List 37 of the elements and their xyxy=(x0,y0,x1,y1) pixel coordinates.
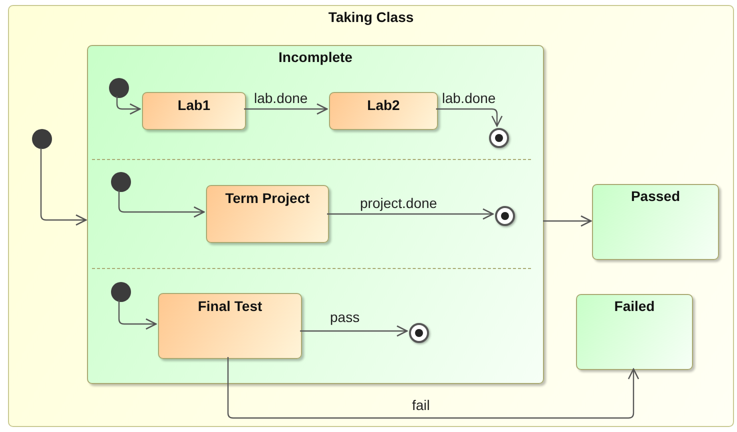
transition-arrow xyxy=(227,357,640,419)
state-box xyxy=(206,185,329,243)
edge-label: project.done xyxy=(360,196,438,211)
state-name: Lab1 xyxy=(178,97,210,113)
transition-arrow xyxy=(327,208,494,220)
transition-arrow xyxy=(244,103,328,115)
state-box xyxy=(142,92,246,130)
state-name: Term Project xyxy=(225,190,310,206)
edge-label: pass xyxy=(330,310,360,325)
state-box xyxy=(329,92,438,130)
state-name: Taking Class xyxy=(328,9,414,25)
transition-arrow xyxy=(40,148,87,226)
state-name: Final Test xyxy=(198,298,262,314)
composite-state xyxy=(8,5,734,427)
edge-label: fail xyxy=(412,398,430,413)
edge-label: lab.done xyxy=(254,91,308,106)
state-box xyxy=(158,293,302,359)
state-box xyxy=(576,294,693,370)
state-name: Incomplete xyxy=(278,49,352,65)
transition-arrow xyxy=(118,190,205,218)
transition-arrow xyxy=(300,325,408,337)
initial-state-dot xyxy=(109,78,129,98)
final-state-bullseye xyxy=(495,206,515,226)
final-state-bullseye xyxy=(489,128,509,148)
composite-state xyxy=(87,45,544,384)
transition-arrow xyxy=(118,300,157,330)
state-box xyxy=(592,184,719,260)
state-name: Passed xyxy=(630,188,680,204)
transition-arrow xyxy=(543,215,592,227)
transition-arrow xyxy=(436,108,503,127)
initial-state-dot xyxy=(111,282,131,302)
initial-state-dot xyxy=(32,129,52,149)
initial-state-dot xyxy=(111,172,131,192)
final-state-bullseye xyxy=(409,323,429,343)
edge-label: lab.done xyxy=(442,91,496,106)
state-name: Lab2 xyxy=(367,97,400,113)
state-name: Failed xyxy=(614,298,655,314)
